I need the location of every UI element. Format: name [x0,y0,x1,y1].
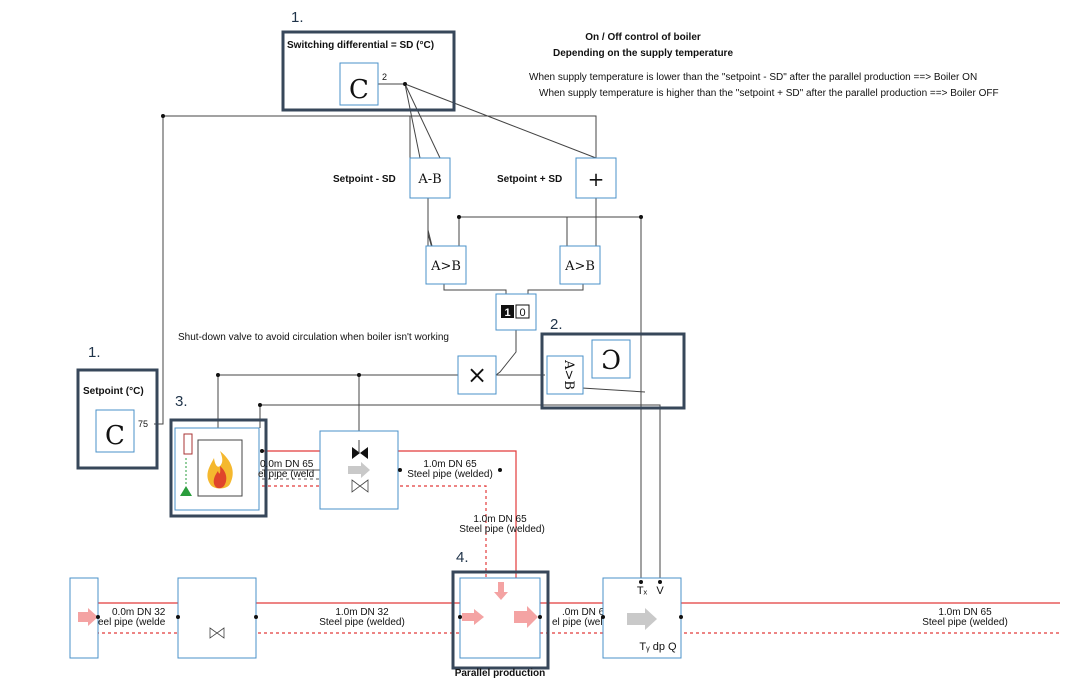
boiler-sensor-icon [183,433,193,455]
switching-differential-symbol: C [349,75,369,105]
switching-differential-value: 2 [382,72,387,82]
setpoint-minus-label: Setpoint - SD [333,174,396,185]
sensor-bottom: Tᵧ dp Q [639,641,677,653]
multiply-op: × [467,361,487,389]
pipe4-length: 0.0m DN 32 [112,607,166,618]
marker-1-top: 1. [291,9,304,26]
pipe6-type: el pipe (weld [552,617,608,628]
parallel-in-arrow-icon [462,609,484,625]
setpoint-value: 75 [138,419,148,429]
highlight-frame-1-left [76,368,159,470]
marker-2: 2. [550,316,563,333]
pipe1-type: el pipe (weld [258,469,314,480]
pipe5-type: Steel pipe (welded) [319,617,405,628]
add-block[interactable] [575,157,617,199]
switching-differential-label: Switching differential = SD (°C) [287,40,434,51]
rotated-compare-block[interactable] [546,355,584,395]
compare-right-op: A>B [564,259,595,274]
switching-differential-block[interactable] [339,62,379,106]
marker-4: 4. [456,549,469,566]
compare-block-right[interactable] [559,245,601,285]
sensor-top-right: V [656,585,664,597]
connection-dots [96,82,683,619]
add-op: + [588,167,605,191]
compare-left-op: A>B [430,259,461,274]
setpoint-plus-label: Setpoint + SD [497,174,562,185]
pipe3-length: 1.0m DN 65 [473,514,527,525]
shutdown-note: Shut-down valve to avoid circulation whe… [178,332,449,343]
sensor-top-left: Tₓ [637,585,648,597]
highlight-frame-4 [451,570,550,670]
rotated-constant-block[interactable] [591,339,631,379]
parallel-production-label: Parallel production [455,668,546,679]
flow-arrow-icon [348,462,370,478]
rotated-constant-symbol: C [601,343,621,373]
description-line1: When supply temperature is lower than th… [529,72,977,83]
multiply-block[interactable] [457,355,497,395]
highlight-frame-3 [169,418,268,518]
pipe1-length: 0.0m DN 65 [260,459,314,470]
pipe7-type: Steel pipe (welded) [922,617,1008,628]
description-line2: When supply temperature is higher than t… [539,88,999,99]
subtract-block[interactable] [409,157,451,199]
setpoint-label: Setpoint (°C) [83,386,144,397]
rotated-compare-op: A>B [561,359,576,390]
pipe4-type: eel pipe (welde [98,617,166,628]
highlight-frame-1-top [281,30,456,112]
supply-flow-arrow-icon [78,608,98,626]
valve-icon [352,440,368,459]
pipe3-type: Steel pipe (welded) [459,524,545,535]
highlight-frame-2 [540,332,686,410]
pump-icon [180,486,192,496]
marker-3: 3. [175,393,188,410]
valve-icon-return [351,479,369,493]
parallel-out-arrow-icon [514,606,538,628]
compare-block-left[interactable] [425,245,467,285]
setpoint-block[interactable] [95,409,135,453]
lower-valve-icon [209,627,225,639]
setpoint-symbol: C [105,421,125,451]
latch-zero: 0 [519,307,525,319]
pipe2-length: 1.0m DN 65 [423,459,477,470]
diagram-title-line2: Depending on the supply temperature [553,48,733,59]
pipe2-type: Steel pipe (welded) [407,469,493,480]
diagram-title-line1: On / Off control of boiler [585,32,701,43]
subtract-op: A-B [417,172,441,187]
latch-zero-cell [515,304,530,319]
lower-valve-block[interactable] [177,577,257,659]
latch-one-cell [501,305,514,318]
flame-icon [207,451,233,489]
pipe5-length: 1.0m DN 32 [335,607,389,618]
pipe7-length: 1.0m DN 65 [938,607,992,618]
parallel-down-arrow-icon [494,582,508,600]
sensor-flow-arrow-icon [627,608,657,630]
marker-1-left: 1. [88,344,101,361]
pipe6-length: .0m DN 65 [562,607,610,618]
latch-one: 1 [504,307,510,319]
